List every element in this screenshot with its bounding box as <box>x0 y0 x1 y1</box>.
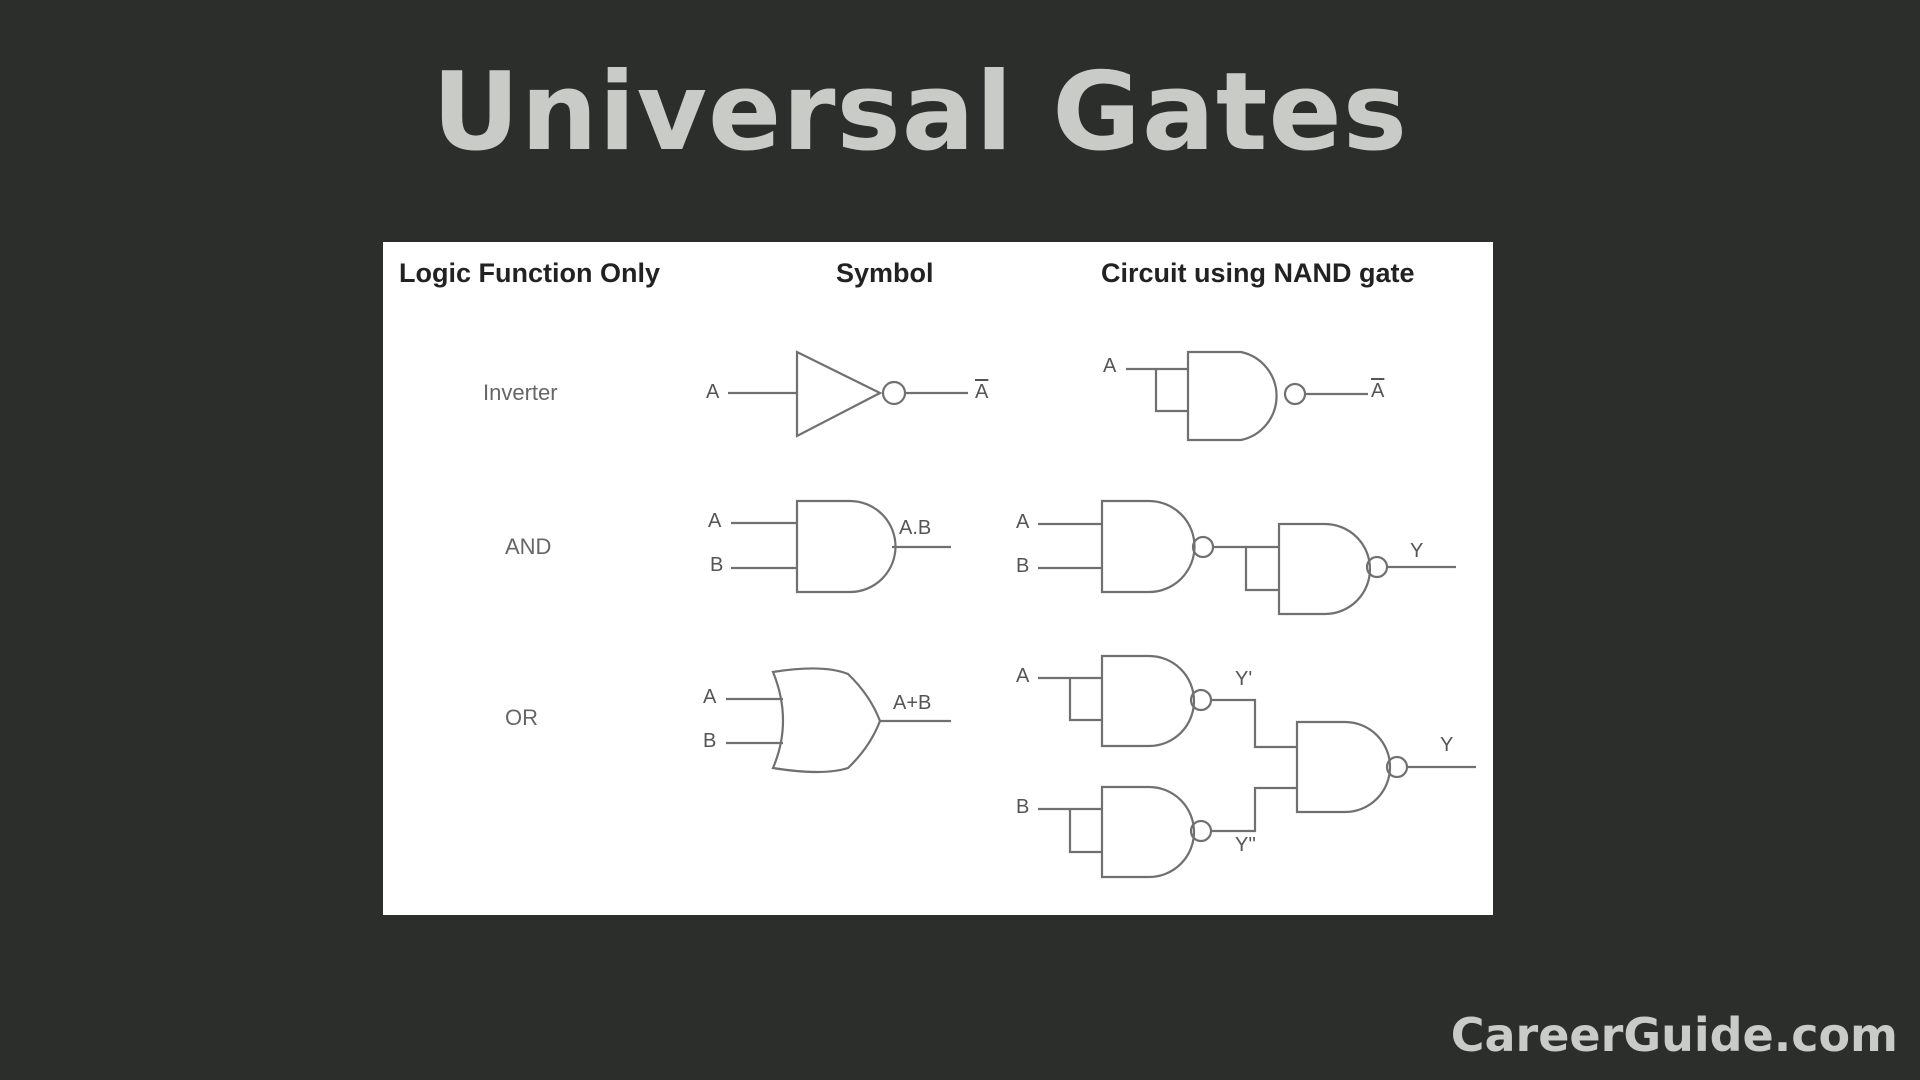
and-input-b: B <box>710 554 724 576</box>
header-symbol: Symbol <box>836 258 934 288</box>
row-label-inverter: Inverter <box>483 380 558 405</box>
and-input-a: A <box>708 510 722 532</box>
nand-inverter-input-a: A <box>1103 355 1117 377</box>
or-input-a: A <box>703 686 717 708</box>
nand-or-output-y: Y <box>1440 734 1454 756</box>
nand-or-intermediate-y2: Y'' <box>1235 834 1256 856</box>
nand-or-intermediate-y1: Y' <box>1235 668 1253 690</box>
universal-gates-table: Logic Function Only Symbol Circuit using… <box>383 242 1493 915</box>
nand-or-input-b: B <box>1016 796 1030 818</box>
not-input-a: A <box>706 381 720 403</box>
page-title: Universal Gates <box>432 50 1408 175</box>
nand-or-input-a: A <box>1016 665 1030 687</box>
brand-watermark: CareerGuide.com <box>1450 1008 1898 1062</box>
row-label-or: OR <box>505 705 538 730</box>
header-logic-function: Logic Function Only <box>399 258 660 288</box>
nand-inverter-circuit <box>1126 350 1368 442</box>
nand-inverter-output-a-bar: A <box>1371 380 1385 402</box>
nand-and-output-y: Y <box>1410 540 1424 562</box>
not-output-a-bar: A <box>975 381 989 403</box>
or-gate-symbol <box>726 667 951 774</box>
and-output-ab: A.B <box>899 517 932 539</box>
nand-and-input-a: A <box>1016 511 1030 533</box>
or-input-b: B <box>703 730 717 752</box>
nand-and-circuit <box>1038 499 1456 616</box>
row-label-and: AND <box>505 534 552 559</box>
gate-diagrams <box>726 350 1476 879</box>
or-output-a-plus-b: A+B <box>893 692 932 714</box>
nand-and-input-b: B <box>1016 555 1030 577</box>
nand-or-circuit <box>1038 654 1476 879</box>
not-gate-symbol <box>728 350 968 438</box>
and-gate-symbol <box>731 499 951 594</box>
header-nand-circuit: Circuit using NAND gate <box>1101 258 1415 288</box>
